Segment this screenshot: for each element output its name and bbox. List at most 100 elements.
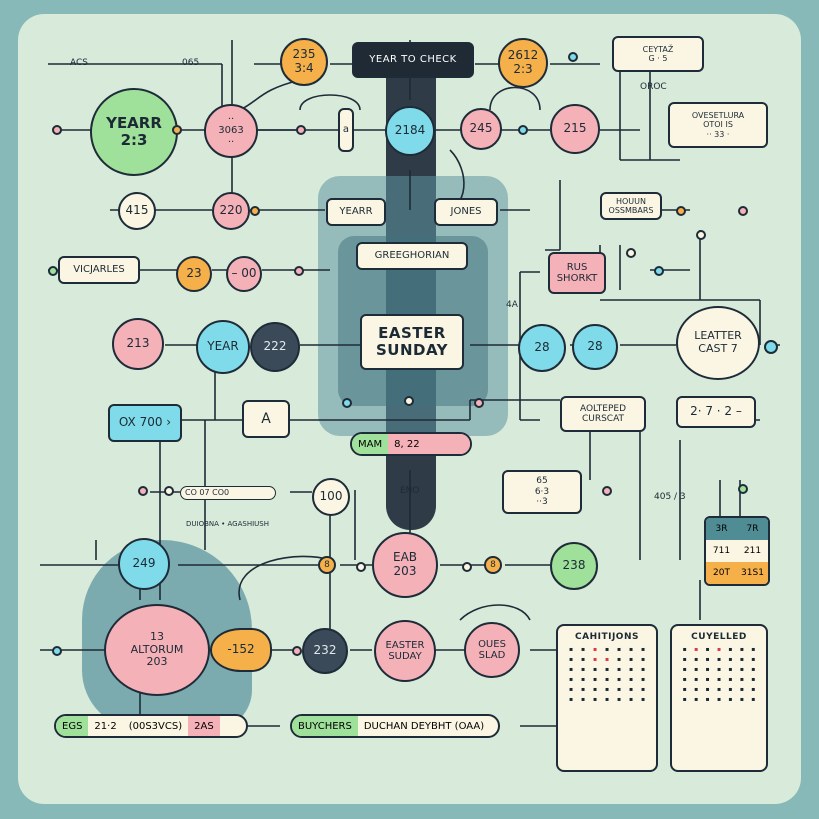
calendar-day-cell[interactable]: ▪ (751, 696, 756, 703)
calendar-day-cell[interactable]: ▪ (628, 646, 634, 653)
rus-shorkt-box[interactable]: RUS SHORKT (548, 252, 606, 294)
calendar-day-cell[interactable]: ▪ (616, 646, 622, 653)
calendar-day-cell[interactable]: ▪ (616, 656, 622, 663)
calendar-day-cell[interactable]: ▪ (640, 656, 646, 663)
connector-dot[interactable] (474, 398, 484, 408)
calendar-day-cell[interactable]: ▪ (616, 666, 622, 673)
calendar-day-cell[interactable]: ▪ (640, 696, 646, 703)
calendar-day-cell[interactable]: ▪ (705, 646, 710, 653)
calendar-day-cell[interactable]: ▪ (694, 646, 699, 653)
calendar-day-cell[interactable]: ▪ (604, 646, 610, 653)
butcher-pill[interactable]: BUYCHERS DUCHAN DEYBHT (OAA) (290, 714, 500, 738)
connector-dot[interactable] (342, 398, 352, 408)
calendar-day-cell[interactable]: ▪ (640, 666, 646, 673)
calendar-day-cell[interactable]: ▪ (728, 656, 733, 663)
calendar-day-cell[interactable]: ▪ (604, 686, 610, 693)
calendar-day-cell[interactable]: ▪ (694, 656, 699, 663)
calendar-day-cell[interactable]: ▪ (682, 656, 687, 663)
calendar-day-cell[interactable]: ▪ (628, 656, 634, 663)
connector-dot[interactable] (292, 646, 302, 656)
ox-700-box[interactable]: OX 700 › (108, 404, 182, 442)
cyan-28-right-node[interactable]: 28 (572, 324, 618, 370)
box-27-2[interactable]: 2· 7 · 2 – (676, 396, 756, 428)
calendar-day-cell[interactable]: ▪ (682, 666, 687, 673)
calendar-day-cell[interactable]: ▪ (694, 666, 699, 673)
connector-dot[interactable] (172, 125, 182, 135)
calendar-day-cell[interactable]: ▪ (694, 686, 699, 693)
connector-dot[interactable] (52, 125, 62, 135)
pink-oues-node[interactable]: OUES SLAD (464, 622, 520, 678)
connector-dot[interactable] (294, 266, 304, 276)
connector-dot[interactable] (52, 646, 62, 656)
orange-small-left-node[interactable]: 8 (318, 556, 336, 574)
calendar-day-cell[interactable]: ▪ (705, 676, 710, 683)
connector-dot[interactable] (48, 266, 58, 276)
calendar-day-cell[interactable]: ▪ (739, 646, 744, 653)
pink-213-node[interactable]: 213 (112, 318, 164, 370)
cyan-year-node[interactable]: YEAR (196, 320, 250, 374)
easter-sunday-box[interactable]: EASTER SUNDAY (360, 314, 464, 370)
small-a-box[interactable]: a (338, 108, 354, 152)
pink-mid-top-node[interactable]: 245 (460, 108, 502, 150)
connector-dot[interactable] (654, 266, 664, 276)
calendar-day-cell[interactable]: ▪ (568, 676, 574, 683)
connector-dot[interactable] (250, 206, 260, 216)
aolteped-box[interactable]: AOLTEPED CURSCAT (560, 396, 646, 432)
pink-eab-node[interactable]: EAB 203 (372, 532, 438, 598)
calendar-day-cell[interactable]: ▪ (716, 696, 722, 703)
calendar-day-cell[interactable]: ▪ (592, 656, 598, 663)
pink-00-node[interactable]: – 00 (226, 256, 262, 292)
calendar-day-cell[interactable]: ▪ (568, 666, 574, 673)
connector-dot[interactable] (738, 484, 748, 494)
connector-dot[interactable] (696, 230, 706, 240)
cyan-center-top-node[interactable]: 2184 (385, 106, 435, 156)
calendar-day-cell[interactable]: ▪ (716, 656, 722, 663)
calendar-day-cell[interactable]: ▪ (580, 696, 586, 703)
gregorian-box[interactable]: GREEGHORIAN (356, 242, 468, 270)
connector-dot[interactable] (568, 52, 578, 62)
top-orange-left-node[interactable]: 235 3:4 (280, 38, 328, 86)
cream-100-node[interactable]: 100 (312, 478, 350, 516)
orange-23-node[interactable]: 23 (176, 256, 212, 292)
calendar-cuyelled[interactable]: CUYELLED ▪▪▪▪▪▪▪▪▪▪▪▪▪▪▪▪▪▪▪▪▪▪▪▪▪▪▪▪▪▪▪… (670, 624, 768, 772)
top-orange-right-node[interactable]: 2612 2:3 (498, 38, 548, 88)
egs-pill[interactable]: EGS 21·2 (00S3VCS) 2AS (54, 714, 248, 738)
calendar-day-cell[interactable]: ▪ (568, 686, 574, 693)
easter-sunday-small-node[interactable]: EASTER SUDAY (374, 620, 436, 682)
calendar-day-cell[interactable]: ▪ (604, 696, 610, 703)
calendar-day-cell[interactable]: ▪ (739, 686, 744, 693)
calendar-day-cell[interactable]: ▪ (751, 656, 756, 663)
calendar-day-cell[interactable]: ▪ (716, 666, 722, 673)
orange-small-right-node[interactable]: 8 (484, 556, 502, 574)
navy-232-node[interactable]: 232 (302, 628, 348, 674)
calendar-day-cell[interactable]: ▪ (604, 666, 610, 673)
vicjarles-box[interactable]: VICJARLES (58, 256, 140, 284)
connector-dot[interactable] (518, 125, 528, 135)
calendar-day-cell[interactable]: ▪ (716, 646, 722, 653)
connector-dot[interactable] (356, 562, 366, 572)
calendar-day-cell[interactable]: ▪ (592, 686, 598, 693)
calendar-day-cell[interactable]: ▪ (616, 676, 622, 683)
connector-dot[interactable] (404, 396, 414, 406)
cyan-28-left-node[interactable]: 28 (518, 324, 566, 372)
calendar-day-cell[interactable]: ▪ (628, 676, 634, 683)
calendar-day-cell[interactable]: ▪ (739, 676, 744, 683)
jones-box[interactable]: JONES (434, 198, 498, 226)
calendar-day-cell[interactable]: ▪ (580, 646, 586, 653)
orange-152-node[interactable]: -152 (210, 628, 272, 672)
overstetlura-box[interactable]: OVESETLURA OTOI IS ·· 33 · (668, 102, 768, 148)
calendar-day-cell[interactable]: ▪ (751, 686, 756, 693)
calendar-day-cell[interactable]: ▪ (580, 666, 586, 673)
calendar-day-cell[interactable]: ▪ (682, 686, 687, 693)
calendar-day-cell[interactable]: ▪ (604, 676, 610, 683)
calendar-day-cell[interactable]: ▪ (592, 676, 598, 683)
calendar-day-cell[interactable]: ▪ (751, 676, 756, 683)
a-box[interactable]: A (242, 400, 290, 438)
calendar-day-cell[interactable]: ▪ (592, 646, 598, 653)
calendar-day-cell[interactable]: ▪ (640, 646, 646, 653)
calendar-day-cell[interactable]: ▪ (705, 696, 710, 703)
calendar-day-cell[interactable]: ▪ (640, 676, 646, 683)
calendar-day-cell[interactable]: ▪ (580, 676, 586, 683)
cyan-249-node[interactable]: 249 (118, 538, 170, 590)
calendar-day-cell[interactable]: ▪ (628, 666, 634, 673)
